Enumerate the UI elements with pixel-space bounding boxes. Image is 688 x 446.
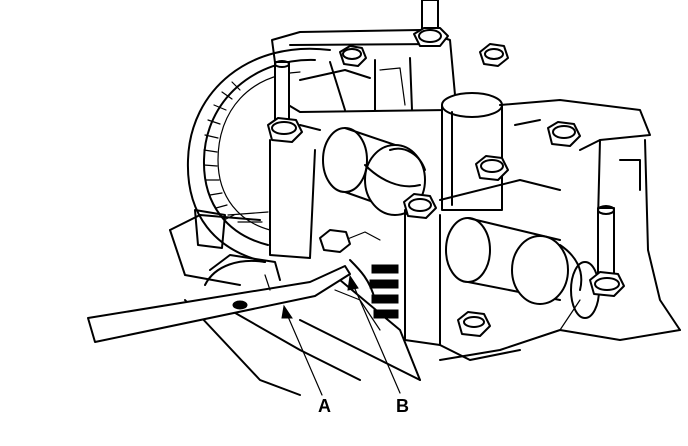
bolt-center	[475, 155, 509, 181]
tappet-column	[441, 92, 503, 211]
leader-line-b	[347, 274, 401, 394]
stud-right	[589, 205, 625, 297]
journal-block-left	[269, 124, 321, 259]
bolt-top-left	[339, 45, 367, 67]
callout-label-a: A	[318, 396, 331, 416]
cylinder-head-lower	[169, 209, 681, 396]
cam-holder-front	[403, 179, 561, 361]
camshaft-front	[445, 217, 600, 319]
bolt-top-center	[413, 0, 449, 47]
timing-sprocket	[186, 47, 331, 263]
bolt-bottom	[457, 311, 491, 337]
bolt-top-right	[479, 43, 509, 67]
stud-left	[267, 60, 303, 143]
callout-label-b: B	[396, 396, 409, 416]
cam-holder-right	[499, 99, 681, 331]
leader-line-a	[281, 304, 323, 396]
pry-tool	[87, 254, 351, 343]
